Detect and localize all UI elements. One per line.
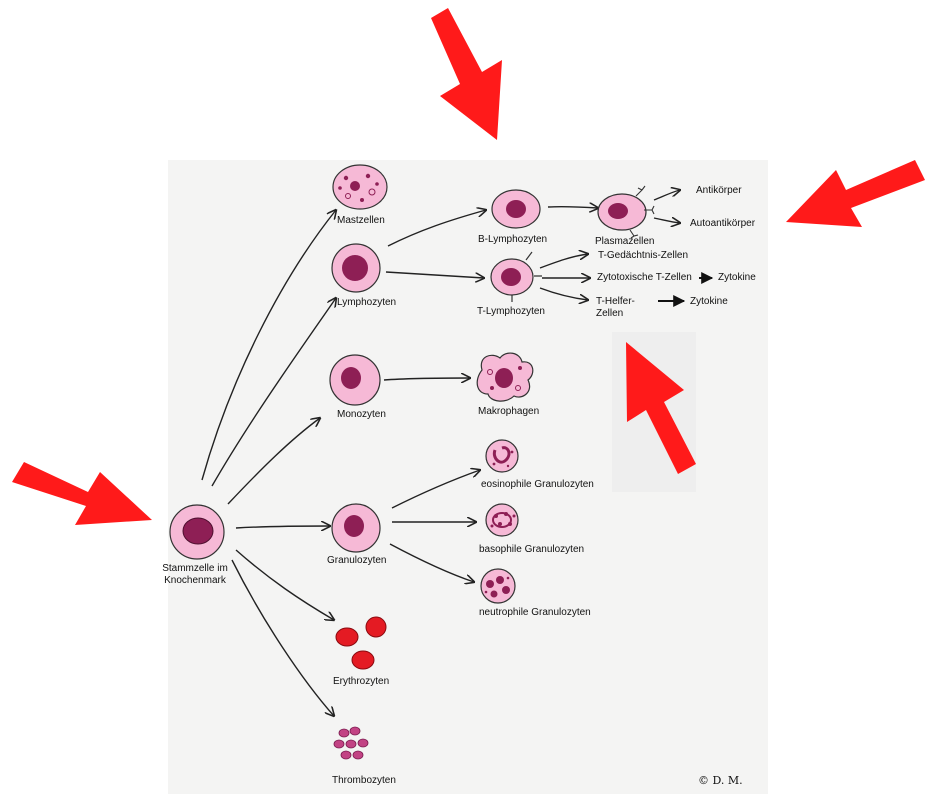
arrow-plasma-antik bbox=[653, 190, 680, 201]
arrow-stem-mast bbox=[201, 210, 336, 481]
red-arrow-left bbox=[12, 462, 152, 525]
label-tzyto: Zytotoxische T-Zellen bbox=[597, 272, 692, 283]
label-blympho: B-Lymphozyten bbox=[478, 234, 548, 245]
arrow-granulo-neutro bbox=[389, 543, 474, 582]
label-mono: Monozyten bbox=[337, 409, 386, 420]
red-arrow-bottom bbox=[626, 342, 696, 474]
bold-arrows bbox=[658, 272, 714, 307]
label-neutro: neutrophile Granulozyten bbox=[479, 607, 591, 618]
label-thrombo: Thrombozyten bbox=[332, 775, 396, 786]
label-stem: Stammzelle im Knochenmark bbox=[162, 563, 228, 586]
thrombocyte-cells bbox=[333, 726, 369, 760]
label-zytokine-2: Zytokine bbox=[690, 296, 728, 307]
label-lympho: Lymphozyten bbox=[337, 297, 397, 308]
monocyte-cell bbox=[329, 354, 381, 406]
label-autoantik: Autoantikörper bbox=[690, 218, 756, 229]
label-granulo: Granulozyten bbox=[327, 555, 387, 566]
arrow-lympho-b bbox=[387, 210, 486, 247]
arrow-t-helfer bbox=[539, 287, 588, 300]
mast-cell bbox=[332, 164, 388, 210]
macrophage-cell bbox=[476, 352, 534, 402]
neutrophil-cell bbox=[480, 568, 516, 604]
label-ery: Erythrozyten bbox=[333, 676, 390, 687]
label-mast: Mastzellen bbox=[337, 215, 385, 226]
arrow-stem-mono bbox=[227, 418, 320, 505]
label-baso: basophile Granulozyten bbox=[479, 544, 585, 555]
plasma-cell bbox=[597, 185, 655, 239]
arrow-granulo-eosino bbox=[391, 470, 480, 509]
label-tgedaecht: T-Gedächtnis-Zellen bbox=[598, 250, 689, 261]
granulocyte-cell bbox=[331, 503, 381, 553]
label-plasma: Plasmazellen bbox=[595, 236, 655, 247]
label-zytokine-1: Zytokine bbox=[718, 272, 756, 283]
erythrocyte-cells bbox=[335, 616, 387, 670]
label-tlympho: T-Lymphozyten bbox=[477, 306, 545, 317]
label-antik: Antikörper bbox=[696, 185, 742, 196]
eosinophil-cell bbox=[485, 439, 519, 473]
arrow-stem-lympho bbox=[211, 298, 336, 487]
arrow-mono-makro bbox=[383, 378, 470, 380]
b-lymphocyte-cell bbox=[491, 189, 541, 229]
t-lymphocyte-cell bbox=[490, 251, 542, 302]
arrow-lympho-t bbox=[385, 271, 484, 278]
stem-cell bbox=[169, 504, 225, 560]
arrow-plasma-autoantik bbox=[653, 218, 680, 223]
branch-arrows bbox=[201, 190, 680, 716]
red-arrow-top bbox=[431, 8, 502, 140]
arrow-stem-granulo bbox=[235, 526, 330, 528]
basophil-cell bbox=[485, 503, 519, 537]
arrow-t-gedaecht bbox=[539, 254, 588, 269]
copyright-mark: © D. M. bbox=[698, 774, 743, 787]
arrow-b-plasma bbox=[547, 207, 598, 208]
arrow-stem-thrombo bbox=[231, 559, 334, 716]
arrow-stem-ery bbox=[235, 549, 334, 620]
lymphocyte-cell bbox=[331, 243, 381, 293]
label-thelfer: T-Helfer- Zellen bbox=[596, 296, 635, 319]
red-arrow-right bbox=[786, 160, 925, 227]
label-eosino: eosinophile Granulozyten bbox=[481, 479, 594, 490]
label-makro: Makrophagen bbox=[478, 406, 540, 417]
